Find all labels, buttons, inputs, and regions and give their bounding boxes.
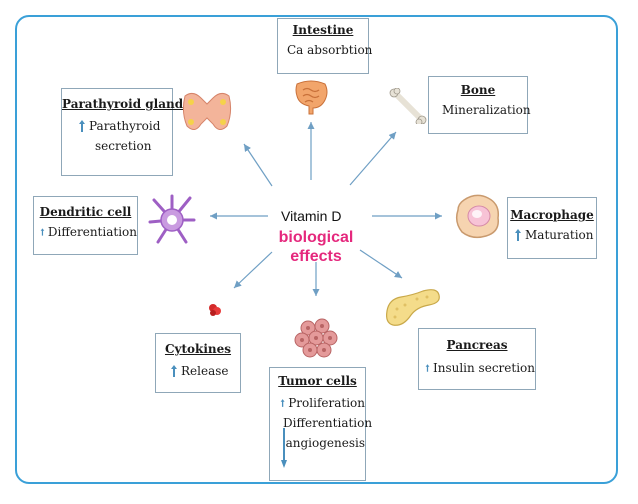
tumor-effect-2: Differentiation bbox=[283, 416, 373, 430]
parathyroid-effect-1: Parathyroid bbox=[89, 119, 161, 133]
center-title: Vitamin D bbox=[281, 208, 342, 224]
dendritic-effect: Differentiation bbox=[47, 225, 137, 239]
macrophage-effect: Maturation bbox=[525, 228, 594, 242]
thyroid-illustration bbox=[182, 92, 232, 130]
pancreas-title: Pancreas bbox=[446, 338, 508, 352]
dendritic-cell-illustration bbox=[148, 194, 196, 244]
tumor-effect-3: angiogenesis bbox=[285, 436, 365, 450]
arrow-to-bone bbox=[349, 131, 397, 186]
dendritic-title: Dendritic cell bbox=[39, 205, 132, 219]
up-arrow-icon bbox=[280, 399, 285, 407]
intestine-title: Intestine bbox=[292, 23, 354, 37]
up-arrow-icon bbox=[515, 229, 521, 241]
tumor-box: Tumor cells Proliferation Differentiatio… bbox=[269, 367, 372, 481]
arrow-to-parathyroid bbox=[243, 143, 273, 187]
parathyroid-box: Parathyroid gland Parathyroid secretion bbox=[61, 88, 184, 176]
arrow-to-pancreas bbox=[359, 249, 403, 279]
arrow-to-cytokines bbox=[233, 251, 273, 289]
diagram-frame bbox=[15, 15, 618, 484]
intestine-effect: Ca absorbtion bbox=[287, 43, 373, 57]
pancreas-box: Pancreas Insulin secretion bbox=[418, 328, 536, 390]
pancreas-illustration bbox=[386, 289, 440, 326]
center-subtitle-line2: effects bbox=[290, 248, 342, 265]
up-arrow-icon bbox=[79, 120, 85, 132]
center-subtitle: biological effects bbox=[266, 228, 366, 266]
pancreas-effect: Insulin secretion bbox=[432, 361, 535, 375]
cytokines-title: Cytokines bbox=[164, 342, 232, 356]
bone-effect: Mineralization bbox=[442, 103, 531, 117]
tumor-title: Tumor cells bbox=[278, 374, 357, 388]
cytokines-effect: Release bbox=[181, 364, 229, 378]
up-arrow-icon bbox=[171, 365, 177, 377]
macrophage-illustration bbox=[455, 194, 500, 239]
parathyroid-effect-2: secretion bbox=[95, 139, 152, 153]
macrophage-title: Macrophage bbox=[510, 208, 594, 222]
macrophage-box: Macrophage Maturation bbox=[507, 197, 597, 259]
tumor-cells-illustration bbox=[294, 318, 338, 358]
down-arrow-icon bbox=[281, 428, 287, 468]
intestine-illustration bbox=[295, 80, 328, 115]
center-subtitle-line1: biological bbox=[278, 229, 354, 246]
cytokines-box: Cytokines Release bbox=[155, 333, 241, 393]
bone-illustration bbox=[389, 88, 427, 124]
tumor-effect-1: Proliferation bbox=[288, 396, 365, 410]
up-arrow-icon bbox=[40, 228, 45, 236]
dendritic-box: Dendritic cell Differentiation bbox=[33, 196, 138, 255]
bone-box: Bone Mineralization bbox=[428, 76, 531, 134]
bone-title: Bone bbox=[460, 83, 496, 97]
up-arrow-icon bbox=[425, 364, 430, 372]
cytokine-illustration bbox=[209, 304, 221, 316]
intestine-box: Intestine Ca absorbtion bbox=[277, 18, 373, 74]
parathyroid-title: Parathyroid gland bbox=[62, 97, 184, 111]
